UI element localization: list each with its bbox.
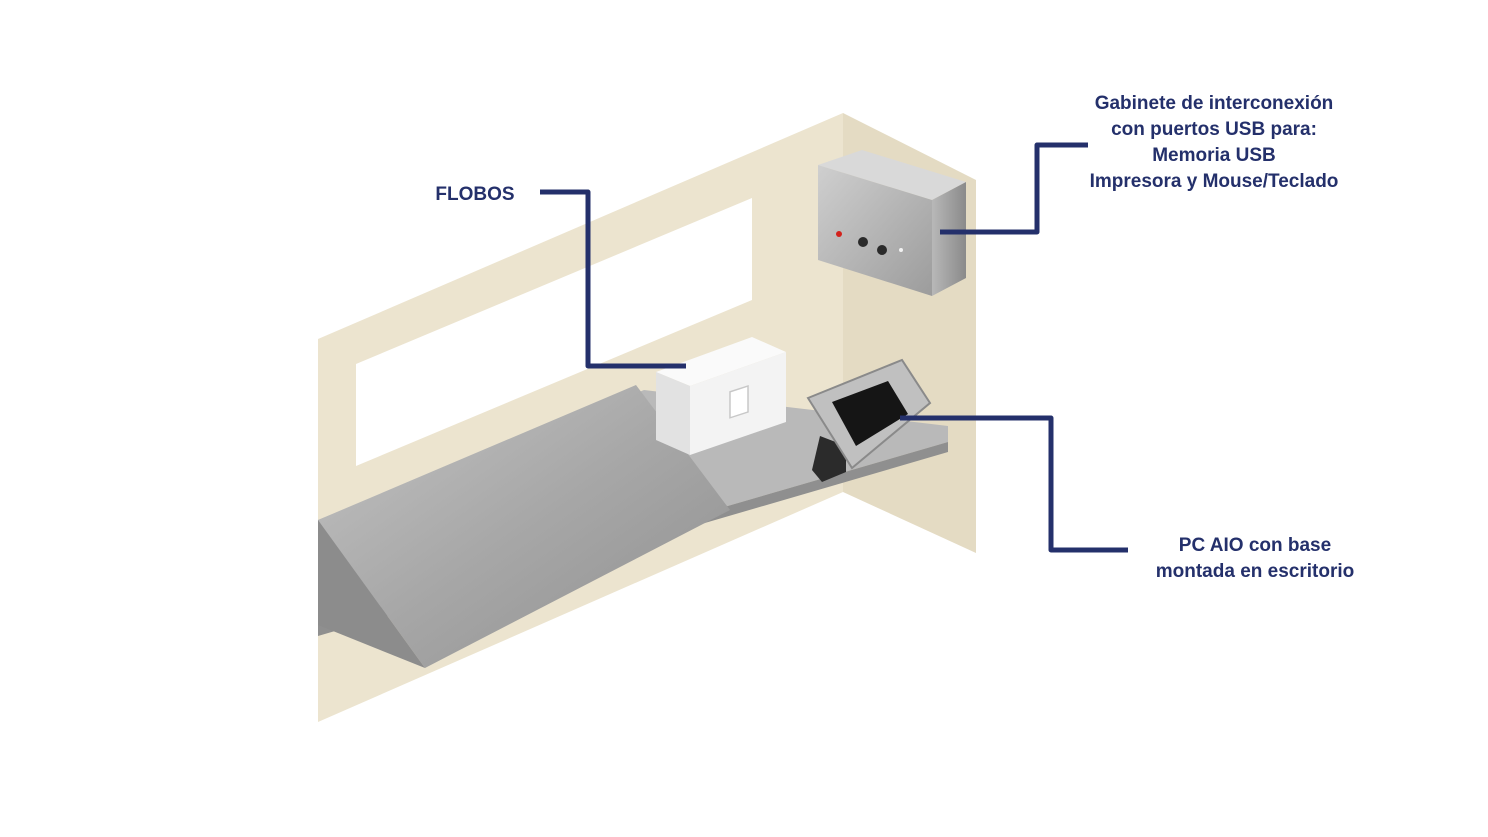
cabinet-front xyxy=(818,165,932,296)
callout-label-flobos-text: FLOBOS xyxy=(435,184,515,205)
callout-label-gabinete-line: Impresora y Mouse/Teclado xyxy=(1089,171,1339,192)
callout-label-gabinete-line: Gabinete de interconexión xyxy=(1094,93,1334,114)
pc-stand xyxy=(812,436,846,482)
cabinet-port-1 xyxy=(858,237,868,247)
callout-label-flobos: FLOBOS xyxy=(400,182,550,208)
flobos-box-front xyxy=(656,372,690,455)
cabinet-red-button xyxy=(836,231,842,237)
callout-label-gabinete-line: Memoria USB xyxy=(1152,145,1276,166)
flobos-slot xyxy=(729,384,749,419)
callout-label-gabinete-line: con puertos USB para: xyxy=(1111,119,1317,140)
sloped-tray-top xyxy=(318,385,730,668)
callout-label-pc: PC AIO con base montada en escritorio xyxy=(1110,533,1400,585)
sloped-tray-side xyxy=(318,520,425,668)
callout-label-gabinete: Gabinete de interconexión con puertos US… xyxy=(1044,91,1384,195)
cabinet-led xyxy=(899,248,903,252)
callout-label-pc-line: montada en escritorio xyxy=(1155,561,1355,582)
pc-screen xyxy=(832,381,908,446)
cabinet-side xyxy=(932,182,966,296)
callout-line-gabinete xyxy=(940,142,1088,235)
cabinet-port-2 xyxy=(877,245,887,255)
callout-line-flobos xyxy=(540,189,686,369)
flobos-box-top xyxy=(656,337,786,386)
callout-label-pc-line: PC AIO con base xyxy=(1178,535,1332,556)
callout-line-pc xyxy=(900,415,1128,553)
cabinet-top xyxy=(818,150,966,200)
